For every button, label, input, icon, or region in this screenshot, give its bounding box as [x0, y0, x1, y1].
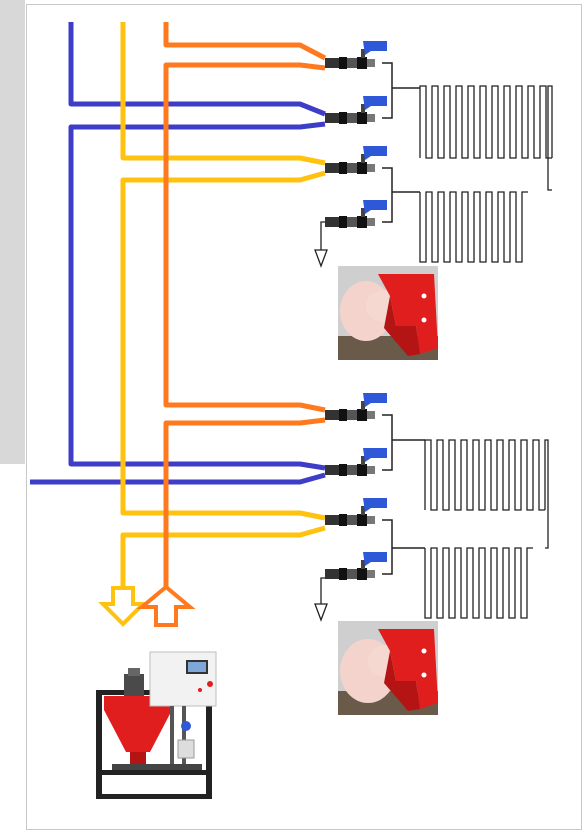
ball-valve-icon: [325, 41, 387, 69]
loop-lower-return: [544, 439, 549, 549]
blue-line-upper-return: [68, 121, 326, 471]
arrow-up-outline-icon: [136, 584, 196, 627]
yellow-line-upper-return: [120, 170, 326, 521]
blue-line-upper: [68, 22, 326, 117]
loop-upper-top: [419, 85, 552, 159]
orange-line-upper-return: [163, 62, 326, 413]
connector-lines: [382, 62, 425, 575]
ball-valve-icon: [325, 146, 387, 174]
arrow-down-outline-icon: [98, 586, 148, 627]
drain-arrow-icon: [314, 221, 328, 268]
connector-upper-b: [382, 167, 393, 223]
pig-trough-photo-lower: [338, 621, 438, 715]
left-sidebar-strip: [0, 0, 25, 464]
valve-group: [325, 41, 387, 580]
loop-lower-top: [424, 439, 545, 511]
loop-upper-return: [547, 85, 553, 191]
feed-mixer-machine: [96, 651, 217, 799]
connector-lower-a: [382, 414, 393, 471]
ball-valve-icon: [325, 393, 387, 421]
ball-valve-icon: [325, 448, 387, 476]
orange-line-upper: [163, 22, 327, 61]
connector-lower-b: [382, 519, 393, 575]
ball-valve-icon: [325, 498, 387, 526]
pig-trough-photo-upper: [338, 266, 438, 360]
pipe-lines: [30, 22, 327, 588]
ball-valve-icon: [325, 552, 387, 580]
yellow-line-lower-return: [120, 525, 326, 588]
drain-arrow-icon: [314, 577, 328, 622]
loop-upper-bottom: [419, 191, 528, 263]
ball-valve-icon: [325, 96, 387, 124]
blue-line-lower-return: [30, 472, 326, 485]
yellow-line-upper: [120, 22, 326, 166]
orange-line-lower-return: [163, 417, 326, 588]
connector-upper-a: [382, 62, 393, 119]
drain-lower: [314, 577, 328, 622]
ball-valve-icon: [325, 200, 387, 228]
loop-lower-bottom: [424, 547, 533, 619]
serpentine-loops: [419, 85, 553, 619]
drain-upper: [314, 221, 328, 268]
